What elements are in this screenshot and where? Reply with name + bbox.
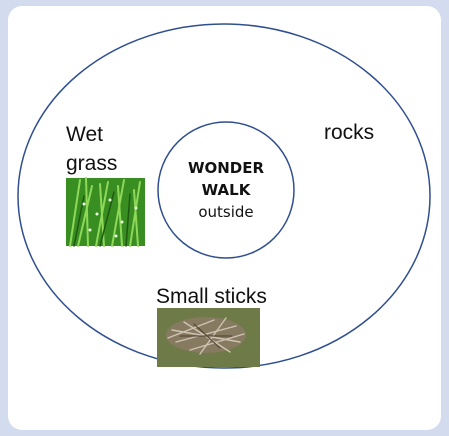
- center-subtitle: outside: [160, 203, 292, 221]
- small-sticks-image: [157, 308, 260, 367]
- wet-grass-image: [66, 178, 145, 246]
- center-title-line2: WALK: [160, 179, 292, 201]
- center-title-line1: WONDER: [160, 157, 292, 179]
- center-title: WONDER WALK: [160, 157, 292, 201]
- wet-grass-label-line2: grass: [66, 151, 117, 177]
- small-sticks-label: Small sticks: [156, 284, 267, 310]
- wet-grass-label-line1: Wet: [66, 122, 103, 148]
- rocks-label: rocks: [324, 120, 374, 146]
